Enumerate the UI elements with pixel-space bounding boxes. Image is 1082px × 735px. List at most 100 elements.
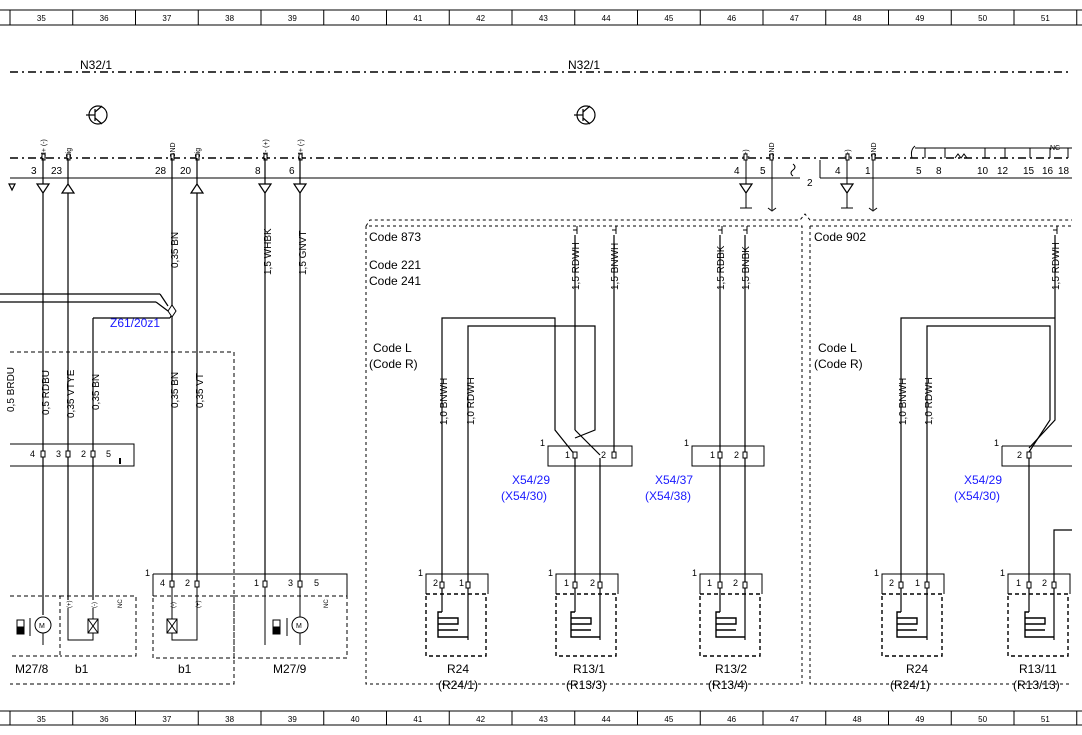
pin-number: 2 bbox=[1017, 450, 1022, 460]
wire-label: 0,5 RDBU bbox=[41, 370, 52, 415]
arrow-down-icon bbox=[35, 183, 51, 195]
ruler-column-label: 46 bbox=[727, 715, 736, 724]
pin-number: 4 bbox=[835, 166, 841, 177]
wire-label: 1,5 BNWH bbox=[610, 243, 621, 290]
code-label: Code 873 bbox=[369, 230, 421, 244]
main-wires bbox=[0, 158, 301, 585]
pin-function-label: GND bbox=[170, 142, 177, 158]
code-873-region bbox=[365, 213, 1072, 685]
wire-label: 1,0 BNWH bbox=[898, 378, 909, 425]
ruler-column-label: 42 bbox=[476, 715, 485, 724]
wire-label: 1,5 WHBK bbox=[263, 228, 274, 275]
connector-label: X54/29 bbox=[964, 473, 1002, 487]
heater-element bbox=[1007, 573, 1071, 657]
connector-label: X54/37 bbox=[655, 473, 693, 487]
wire-label: 1,0 BNWH bbox=[439, 378, 450, 425]
component-label: (R13/13) bbox=[1013, 678, 1060, 692]
component-label: M27/9 bbox=[273, 662, 307, 676]
ruler-column-label: 49 bbox=[915, 14, 924, 23]
pin-number: 1 bbox=[564, 578, 569, 588]
pin-number: 5 bbox=[760, 166, 766, 177]
ruler-column-label: 49 bbox=[915, 715, 924, 724]
component-label: R13/11 bbox=[1019, 662, 1057, 676]
ruler-column-label: 40 bbox=[351, 715, 360, 724]
heater-element bbox=[425, 573, 489, 657]
arrow-up-icon bbox=[189, 182, 205, 194]
pin-number: 8 bbox=[255, 166, 261, 177]
pin-function-label: M+ (-) bbox=[41, 139, 48, 158]
ruler-column-label: 37 bbox=[162, 14, 171, 23]
pin-number: 10 bbox=[977, 166, 989, 177]
heater-element bbox=[555, 573, 619, 657]
pin-number: 1 bbox=[254, 578, 259, 588]
pin-polarity: (-) bbox=[171, 602, 177, 608]
connector-label: X54/29 bbox=[512, 473, 550, 487]
arrow-up-icon bbox=[60, 182, 76, 194]
m27-8-block bbox=[10, 595, 61, 657]
pin-number: 3 bbox=[56, 449, 61, 459]
wire-label-ticks bbox=[573, 226, 1058, 234]
ruler-column-label: 39 bbox=[288, 14, 297, 23]
component-label: (R24/1) bbox=[890, 678, 930, 692]
module-label-right: N32/1 bbox=[568, 58, 600, 72]
ruler-column-label: 38 bbox=[225, 14, 234, 23]
arrow-down-icon bbox=[839, 183, 855, 195]
ruler-column-label: 36 bbox=[100, 715, 109, 724]
ruler-column-label: 37 bbox=[162, 715, 171, 724]
transistor-icon bbox=[86, 105, 108, 125]
ruler-column-label: 46 bbox=[727, 14, 736, 23]
pin-function-label: GND bbox=[871, 142, 878, 158]
pin-number: 2 bbox=[601, 450, 606, 460]
pin-number: 28 bbox=[155, 166, 167, 177]
b1-mid-block bbox=[152, 587, 235, 659]
ground-stubs bbox=[740, 160, 878, 212]
pin-number: 2 bbox=[433, 578, 438, 588]
pin-number: 2 bbox=[807, 178, 813, 189]
pin-number: 1 bbox=[710, 450, 715, 460]
ruler-column-label: 43 bbox=[539, 715, 548, 724]
code-label: Code 221 bbox=[369, 258, 421, 272]
pin-function-label: Sig bbox=[195, 148, 202, 158]
m27-9-block bbox=[234, 587, 348, 659]
splice-icon bbox=[167, 304, 177, 318]
transistor-icon bbox=[574, 105, 596, 125]
x54-connectors bbox=[547, 445, 1072, 467]
pin-number: 1 bbox=[565, 450, 570, 460]
wire-label: 1,5 RDBK bbox=[716, 245, 727, 290]
wire-label: 1,5 BNBK bbox=[741, 246, 752, 290]
connector-label: (X54/38) bbox=[645, 489, 691, 503]
wire-label: 0,35 BN bbox=[170, 372, 181, 408]
pin-number: 3 bbox=[31, 166, 37, 177]
b1-left-block bbox=[60, 595, 137, 657]
component-label: R13/1 bbox=[573, 662, 605, 676]
pin-number: 1 bbox=[865, 166, 871, 177]
module-label-left: N32/1 bbox=[80, 58, 112, 72]
code-label: Code L bbox=[373, 341, 412, 355]
pin-number: 18 bbox=[1058, 166, 1070, 177]
left-lower-wires bbox=[42, 457, 94, 615]
pin-number: 4 bbox=[734, 166, 740, 177]
pin-number: 2 bbox=[1042, 578, 1047, 588]
pin-number: 1 bbox=[684, 438, 689, 448]
pin-number: 1 bbox=[994, 438, 999, 448]
bottom-ruler bbox=[0, 710, 1082, 726]
pin-number: 1 bbox=[459, 578, 464, 588]
ruler-column-label: 38 bbox=[225, 715, 234, 724]
pin-number: 1 bbox=[548, 568, 553, 578]
pin-number: 5 bbox=[106, 449, 111, 459]
component-label: b1 bbox=[75, 662, 89, 676]
pin-number: 4 bbox=[30, 449, 35, 459]
pin-number: 1 bbox=[540, 438, 545, 448]
code-902-wires bbox=[900, 235, 1072, 585]
pin-polarity: (+) bbox=[67, 600, 73, 608]
pin-ticks bbox=[572, 451, 1032, 459]
code-873-wires bbox=[441, 235, 746, 585]
ruler-column-label: 43 bbox=[539, 14, 548, 23]
pin-number: 1 bbox=[707, 578, 712, 588]
arrow-down-icon bbox=[292, 183, 308, 195]
pin-ticks bbox=[41, 153, 876, 161]
